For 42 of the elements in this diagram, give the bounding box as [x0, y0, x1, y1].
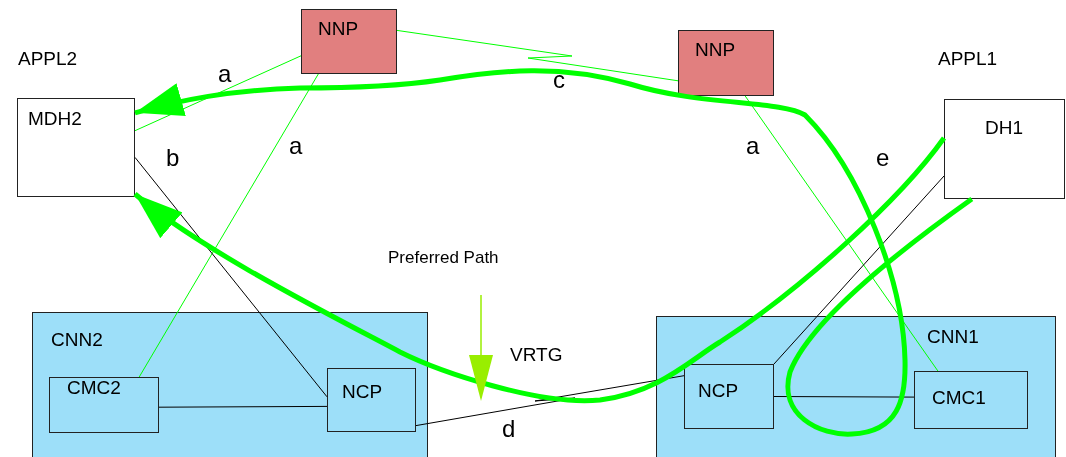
edge-label: d: [502, 417, 516, 441]
path-arrow: [134, 68, 974, 437]
node-label: NCP: [698, 381, 739, 400]
control-box: [914, 371, 1028, 429]
path-arrow: [133, 136, 946, 404]
node-label: NNP: [695, 40, 736, 59]
network-node-box: [301, 9, 397, 74]
node-label: CNN1: [927, 327, 979, 346]
text-label: APPL2: [18, 49, 78, 68]
link-line: [744, 95, 939, 372]
link-line: [158, 405, 328, 408]
edge-label: a: [218, 62, 232, 86]
edge-label: c: [553, 68, 565, 92]
node-label: CMC1: [932, 388, 986, 407]
link-line: [773, 175, 945, 365]
node-label: CNN2: [51, 330, 103, 349]
host-box: [944, 99, 1065, 199]
control-box: [684, 364, 774, 429]
network-domain-box: [656, 316, 1056, 457]
host-box: [17, 98, 135, 197]
node-label: NCP: [342, 382, 383, 401]
link-line: [396, 29, 679, 82]
link-line: [134, 55, 302, 132]
link-line: [415, 375, 685, 427]
node-label: MDH2: [28, 109, 82, 128]
text-label: VRTG: [510, 345, 563, 364]
link-line: [773, 396, 915, 398]
link-line: [138, 73, 319, 378]
node-label: NNP: [318, 19, 359, 38]
network-domain-box: [32, 312, 428, 457]
control-box: [49, 377, 159, 433]
text-label: APPL1: [938, 49, 998, 68]
link-line: [134, 156, 328, 398]
edge-label: a: [289, 134, 303, 158]
control-box: [327, 368, 416, 432]
text-label: Preferred Path: [388, 249, 499, 266]
edge-label: b: [166, 146, 180, 170]
node-label: DH1: [985, 118, 1023, 137]
network-node-box: [678, 30, 774, 96]
edge-label: a: [746, 134, 760, 158]
node-label: CMC2: [67, 378, 121, 397]
edge-label: e: [876, 146, 890, 170]
